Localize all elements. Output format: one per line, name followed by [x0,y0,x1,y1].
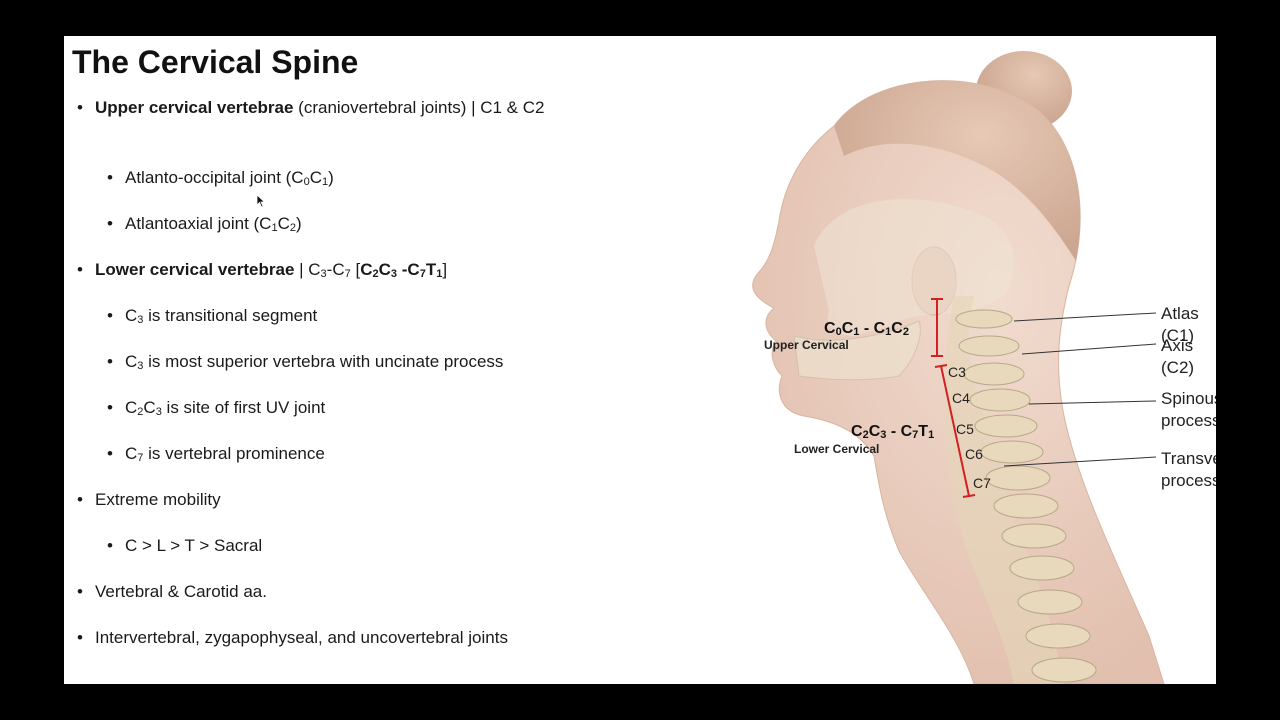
label-atlas: Atlas (C1) [1161,304,1199,345]
upper-cervical-label: Upper Cervical [764,338,849,352]
bullet-lower-cervical: Lower cervical vertebrae | C3-C7 [C2C3 -… [77,258,585,281]
bullet-c3-uncinate: C3 is most superior vertebra with uncina… [107,350,595,373]
label-transverse-process: Transverse process [1161,449,1216,490]
cervical-spine-illustration: Atlas (C1) Axis (C2) Spinous process Tra… [684,36,1216,684]
bullet-arteries: Vertebral & Carotid aa. [77,580,585,603]
bullet-joints: Intervertebral, zygapophyseal, and uncov… [77,626,585,649]
bullet-atlanto-occipital: Atlanto-occipital joint (C0C1) [107,166,595,189]
bullet-mobility-order: C > L > T > Sacral [107,534,595,557]
hair [834,80,1081,261]
leader-lines [1003,312,1157,467]
mandible [793,320,921,381]
marker-c4: C4 [952,390,970,406]
lower-cervical-label: Lower Cervical [794,442,880,456]
bullet-mobility: Extreme mobility [77,488,585,511]
slide: The Cervical Spine Upper cervical verteb… [64,36,1216,684]
vertebral-column [945,296,1097,684]
marker-c7: C7 [973,475,991,491]
slide-title: The Cervical Spine [72,44,359,80]
lower-cervical-range: C2C3 - C7T1 [851,423,935,441]
bullet-atlantoaxial: Atlantoaxial joint (C1C2) [107,212,595,235]
bullet-c2c3-uv-joint: C2C3 is site of first UV joint [107,396,595,419]
marker-c6: C6 [965,446,983,462]
bullet-upper-cervical: Upper cervical vertebrae (craniovertebra… [77,96,585,119]
marker-c3: C3 [948,364,966,380]
mouse-cursor-icon [256,194,266,208]
upper-cervical-range: C0C1 - C1C2 [824,320,909,338]
bullet-c7-prominence: C7 is vertebral prominence [107,442,595,465]
label-spinous-process: Spinous process [1161,389,1216,430]
head-neck-drawing [752,51,1165,684]
label-axis: Axis (C2) [1161,336,1195,377]
bullet-c3-transitional: C3 is transitional segment [107,304,595,327]
range-brackets [931,298,976,498]
marker-c5: C5 [956,421,974,437]
